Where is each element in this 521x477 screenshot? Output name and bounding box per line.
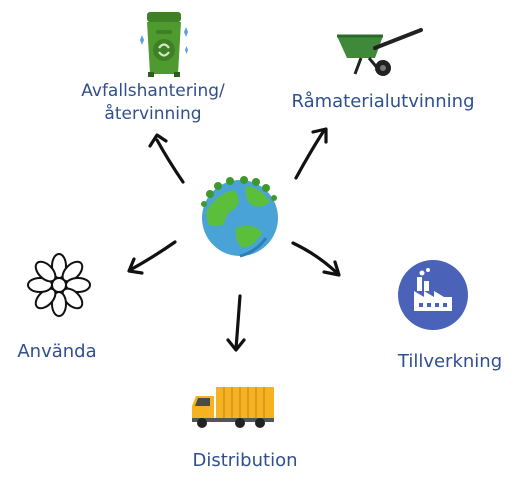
stage-label-distribution: Distribution [192,450,298,471]
recycling-bin-icon [134,10,192,78]
stage-label-use: Använda [17,341,97,362]
stage-label-raw: Råmaterialutvinning [291,91,475,112]
arrow-to-distribution [234,294,242,351]
truck-icon [190,384,276,430]
stage-label-manufacturing: Tillverkning [397,351,503,372]
arrow-to-use [128,240,177,272]
globe-icon [196,172,284,258]
flower-icon [27,252,91,318]
factory-icon [397,259,469,331]
arrow-to-manufacturing [291,241,339,275]
stage-label-waste-line2: återvinning [104,103,202,124]
stage-label-waste: Avfallshantering/ återvinning [58,80,248,126]
arrow-to-raw [294,130,325,180]
arrow-to-waste [155,138,185,184]
stage-label-waste-line1: Avfallshantering/ [81,81,225,101]
wheelbarrow-icon [333,22,425,80]
